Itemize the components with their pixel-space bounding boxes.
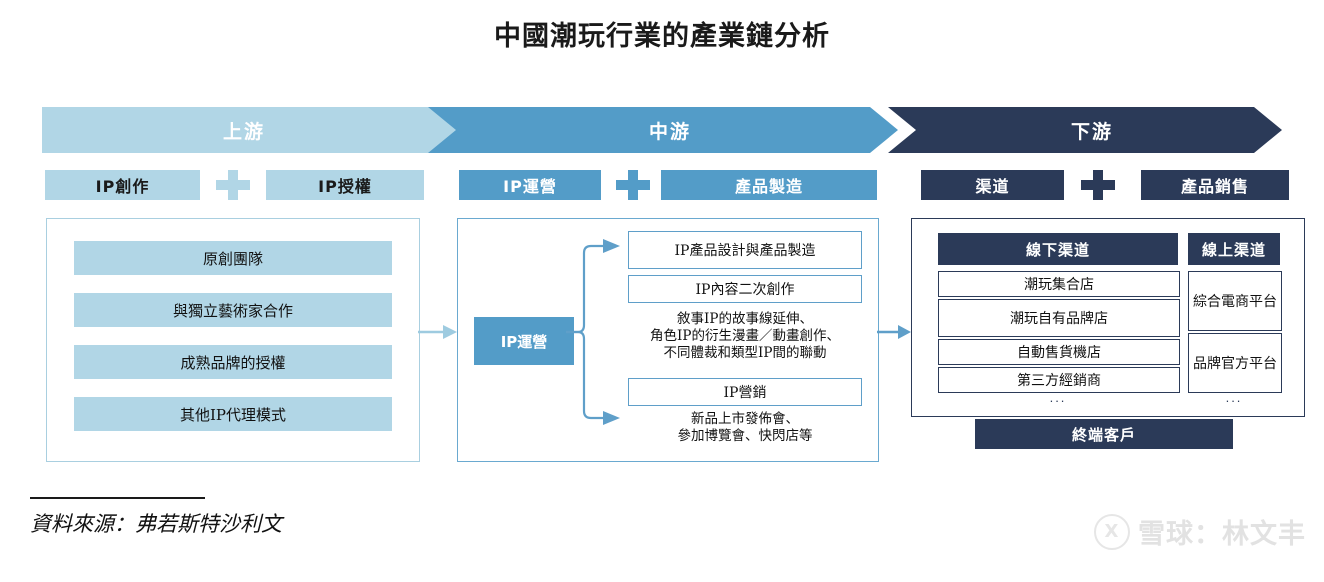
header-product-manufacturing: 產品製造 xyxy=(661,170,877,200)
watermark-text: 雪球：林文丰 xyxy=(1138,519,1306,550)
upstream-item-4: 其他IP代理模式 xyxy=(74,397,392,431)
header-product-sales: 產品銷售 xyxy=(1141,170,1289,200)
mid-box-product-design: IP產品設計與產品製造 xyxy=(628,231,862,269)
upstream-item-2: 與獨立藝術家合作 xyxy=(74,293,392,327)
online-item-1: 綜合電商平台 xyxy=(1188,271,1282,331)
plus-upstream-icon xyxy=(216,170,250,200)
mid-note-marketing-events: 新品上市發佈會、參加博覽會、快閃店等 xyxy=(677,411,813,444)
mid-box-secondary-creation: IP內容二次創作 xyxy=(628,275,862,303)
node-ip-operation: IP運營 xyxy=(474,317,574,365)
plus-midstream-icon xyxy=(616,170,650,200)
panel-upstream: 原創團隊 與獨立藝術家合作 成熟品牌的授權 其他IP代理模式 xyxy=(46,218,420,462)
upstream-item-1: 原創團隊 xyxy=(74,241,392,275)
banner-downstream: 下游 xyxy=(888,107,1282,153)
mid-box-ip-marketing: IP營銷 xyxy=(628,378,862,406)
online-item-2: 品牌官方平台 xyxy=(1188,333,1282,393)
arrow-upstream-to-midstream xyxy=(418,325,457,339)
offline-item-3: 自動售貨機店 xyxy=(938,339,1180,365)
online-ellipsis: ... xyxy=(1225,390,1243,405)
offline-ellipsis: ... xyxy=(1049,390,1067,405)
source-rule xyxy=(30,497,205,499)
downstream-online-title: 線上渠道 xyxy=(1188,233,1280,265)
end-customer-bar: 終端客戶 xyxy=(975,419,1233,449)
offline-item-1: 潮玩集合店 xyxy=(938,271,1180,297)
arrow-midstream-to-downstream xyxy=(877,325,911,339)
banner-downstream-label: 下游 xyxy=(1070,120,1113,143)
downstream-offline-title: 線下渠道 xyxy=(938,233,1178,265)
banner-upstream-label: 上游 xyxy=(222,120,265,143)
banner-midstream-label: 中游 xyxy=(648,120,691,143)
plus-downstream-icon xyxy=(1081,170,1115,200)
page-title: 中國潮玩行業的產業鏈分析 xyxy=(494,21,830,52)
panel-downstream: 線下渠道 線上渠道 潮玩集合店 潮玩自有品牌店 自動售貨機店 第三方經銷商 ..… xyxy=(911,218,1305,417)
upstream-item-3: 成熟品牌的授權 xyxy=(74,345,392,379)
header-ip-licensing: IP授權 xyxy=(266,170,424,200)
xueqiu-logo-icon: X xyxy=(1094,513,1130,550)
watermark: X 雪球：林文丰 xyxy=(1094,512,1306,551)
mid-note-ip-extension: 敘事IP的故事線延伸、角色IP的衍生漫畫／動畫創作、不同體裁和類型IP間的聯動 xyxy=(650,311,840,361)
panel-midstream: IP運營 IP產品設計與產品製造 IP內容二次創作 敘事IP的故事線延伸、角色I… xyxy=(457,218,879,462)
offline-item-2: 潮玩自有品牌店 xyxy=(938,299,1180,337)
offline-item-4: 第三方經銷商 xyxy=(938,367,1180,393)
banner-upstream: 上游 xyxy=(42,107,460,153)
header-ip-operation: IP運營 xyxy=(459,170,601,200)
header-channel: 渠道 xyxy=(921,170,1064,200)
banner-midstream: 中游 xyxy=(428,107,898,153)
source-note: 資料來源：弗若斯特沙利文 xyxy=(30,512,282,536)
header-ip-creation: IP創作 xyxy=(45,170,200,200)
